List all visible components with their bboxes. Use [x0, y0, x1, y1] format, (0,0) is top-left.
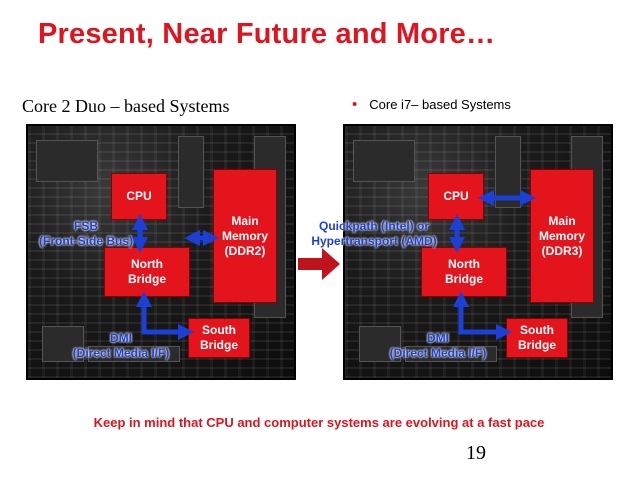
right-dmi-label: DMI (Direct Media I/F): [375, 331, 501, 361]
board-detail: [359, 326, 401, 362]
board-detail: [88, 346, 180, 362]
left-north-bridge-chip: North Bridge: [104, 247, 190, 297]
bullet-icon: •: [352, 96, 358, 113]
left-cpu-label: CPU: [126, 189, 152, 203]
left-cpu-chip: CPU: [111, 173, 167, 220]
left-northbridge-label-2: Bridge: [127, 272, 166, 286]
left-northbridge-label-1: North: [131, 257, 163, 271]
right-quickpath-label: Quickpath (Intel) or Hypertransport (AMD…: [302, 219, 446, 249]
right-heading-text: Core i7– based Systems: [369, 97, 511, 112]
left-dmi-arrow: [135, 290, 195, 341]
right-quickpath-label-2: Hypertransport (AMD): [311, 234, 437, 248]
right-heading: • Core i7– based Systems: [352, 96, 511, 113]
board-detail: [178, 136, 204, 208]
right-memory-label-2: Memory: [538, 228, 585, 243]
board-detail: [42, 326, 84, 362]
right-cpu-label: CPU: [443, 189, 469, 203]
left-south-bridge-chip: South Bridge: [188, 318, 250, 358]
right-south-bridge-chip: South Bridge: [506, 318, 568, 358]
left-southbridge-label-2: Bridge: [199, 338, 238, 352]
right-memory-label-1: Main: [548, 213, 576, 228]
left-heading: Core 2 Duo – based Systems: [22, 96, 230, 116]
right-dmi-arrow: [452, 290, 513, 341]
right-southbridge-label-2: Bridge: [517, 338, 556, 352]
right-southbridge-label-1: South: [520, 323, 554, 337]
left-dmi-label: DMI (Direct Media I/F): [58, 331, 184, 361]
board-detail: [353, 140, 415, 182]
footer-note: Keep in mind that CPU and computer syste…: [93, 415, 545, 430]
left-memory-label-3: (DDR2): [224, 243, 266, 258]
slide-title: Present, Near Future and More…: [38, 18, 496, 50]
right-dmi-label-2: (Direct Media I/F): [389, 346, 487, 360]
right-dmi-label-1: DMI: [427, 331, 449, 345]
right-memory-label-3: (DDR3): [541, 243, 583, 258]
left-dmi-label-2: (Direct Media I/F): [72, 346, 170, 360]
right-north-bridge-chip: North Bridge: [421, 247, 507, 297]
right-northbridge-label-1: North: [448, 257, 480, 271]
right-quickpath-label-1: Quickpath (Intel) or: [318, 219, 429, 233]
left-southbridge-label-1: South: [202, 323, 236, 337]
board-detail: [36, 140, 98, 182]
page-number: 19: [466, 442, 486, 464]
board-detail: [405, 346, 497, 362]
transition-arrow-icon: [298, 248, 340, 280]
right-northbridge-label-2: Bridge: [444, 272, 483, 286]
left-fsb-label-1: FSB: [74, 219, 98, 233]
left-fsb-label-2: (Front-Side Bus): [39, 234, 133, 248]
right-main-memory-chip: Main Memory (DDR3): [530, 169, 594, 303]
left-memory-label-1: Main: [231, 213, 259, 228]
left-fsb-label: FSB (Front-Side Bus): [32, 219, 140, 249]
left-main-memory-chip: Main Memory (DDR2): [213, 169, 277, 303]
left-memory-label-2: Memory: [221, 228, 268, 243]
left-dmi-label-1: DMI: [110, 331, 132, 345]
